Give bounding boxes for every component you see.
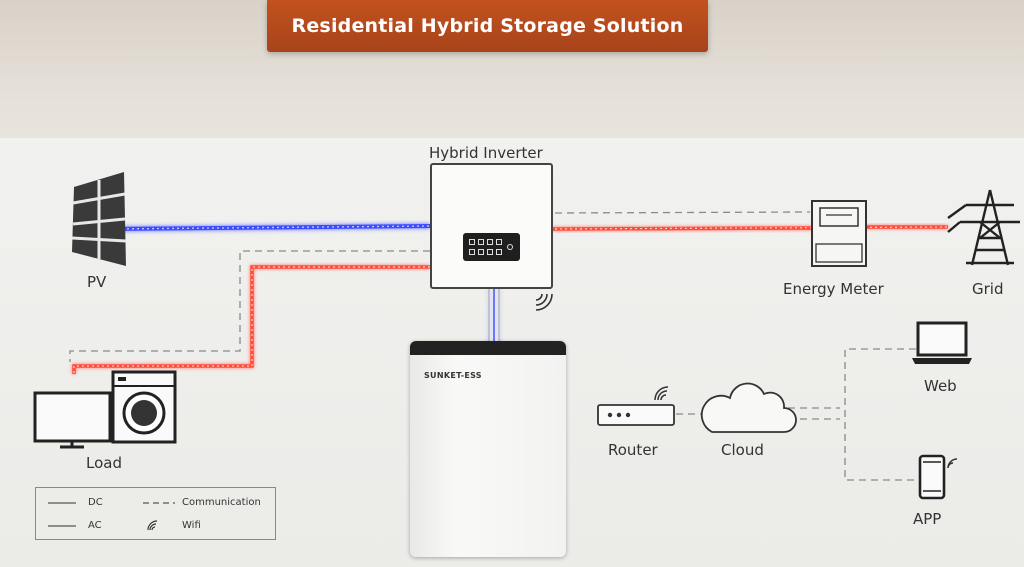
transmission-tower-icon: [947, 189, 1020, 266]
battery-icon: SUNKET-ESS: [410, 341, 566, 557]
energy-meter-label: Energy Meter: [783, 280, 884, 298]
legend-dc: DC: [88, 497, 103, 508]
grid-label: Grid: [972, 280, 1004, 298]
wifi-icon: [535, 293, 553, 311]
router-label: Router: [608, 441, 658, 459]
web-label: Web: [924, 377, 957, 395]
laptop-icon: [912, 321, 972, 364]
energy-meter-icon: [811, 200, 867, 267]
load-label: Load: [86, 454, 122, 472]
smartphone-icon: [918, 454, 958, 500]
inverter-display: [463, 233, 520, 261]
legend-samples: [48, 502, 175, 531]
legend: DC AC Communication Wifi: [35, 487, 276, 540]
cloud-label: Cloud: [721, 441, 764, 459]
washing-machine-icon: [111, 370, 177, 444]
legend-communication: Communication: [182, 497, 261, 508]
solar-panel-icon: [71, 172, 127, 266]
title-banner: Residential Hybrid Storage Solution: [267, 0, 708, 52]
cloud-icon: [700, 382, 797, 433]
ac-line-grid: [549, 225, 949, 231]
pv-label: PV: [87, 273, 107, 291]
legend-ac: AC: [88, 520, 102, 531]
inverter-icon: [430, 163, 553, 289]
battery-cap: [410, 341, 566, 355]
battery-brand: SUNKET-ESS: [424, 371, 482, 380]
dc-line-pv: [111, 224, 431, 231]
ac-line-load: [72, 265, 430, 374]
monitor-icon: [33, 391, 112, 449]
router-icon: [597, 386, 675, 426]
diagram-title: Residential Hybrid Storage Solution: [291, 15, 684, 37]
legend-wifi: Wifi: [182, 520, 201, 531]
app-label: APP: [913, 510, 942, 528]
inverter-label: Hybrid Inverter: [429, 144, 543, 162]
